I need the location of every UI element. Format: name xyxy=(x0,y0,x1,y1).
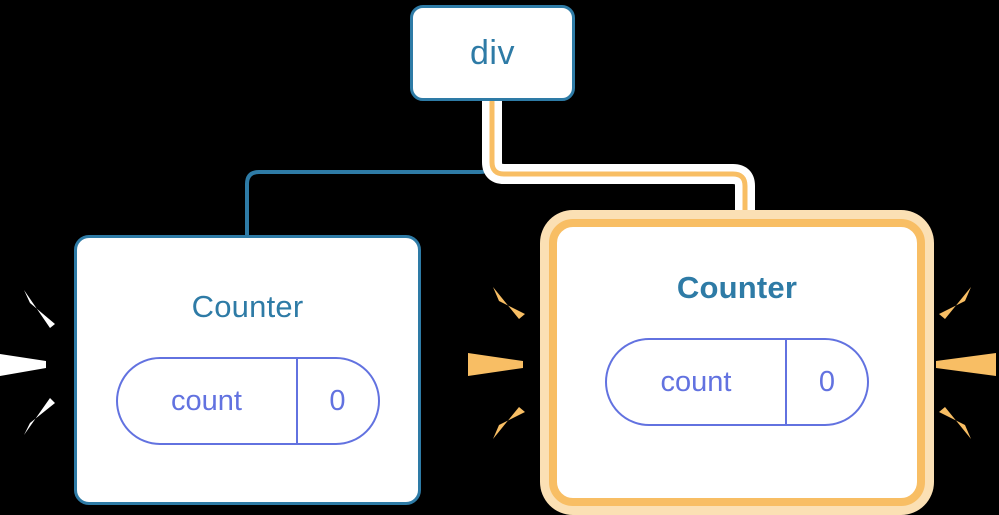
state-pill-left-key: count xyxy=(118,359,298,443)
node-counter-left-title: Counter xyxy=(191,289,304,324)
edge-div-to-counter-left xyxy=(245,99,494,240)
state-pill-left-value: 0 xyxy=(329,384,346,417)
sparkle-left-outer-group xyxy=(0,272,70,452)
sparkle-wedge-icon xyxy=(468,353,523,376)
sparkle-wedge-icon xyxy=(939,407,971,439)
sparkle-wedge-icon xyxy=(24,290,55,328)
node-div-label: div xyxy=(470,34,515,72)
edge-div-to-counter-right-halo xyxy=(482,91,755,242)
node-counter-left[interactable]: Counter count 0 xyxy=(74,235,421,505)
sparkle-wedge-icon xyxy=(24,398,55,435)
sparkle-wedge-icon xyxy=(493,407,525,439)
state-pill-left: count 0 xyxy=(115,357,380,445)
node-counter-right-title: Counter xyxy=(676,270,798,305)
sparkle-wedge-icon xyxy=(0,354,46,376)
sparkle-wedge-icon xyxy=(493,287,525,319)
sparkle-right-outer-group xyxy=(927,275,999,451)
sparkle-wedge-icon xyxy=(939,287,971,319)
state-pill-right-value: 0 xyxy=(818,365,836,398)
sparkle-wedge-icon xyxy=(936,353,996,376)
node-counter-right[interactable]: Counter count 0 xyxy=(549,219,925,506)
edge-div-to-counter-right xyxy=(489,98,748,235)
state-pill-right: count 0 xyxy=(605,338,869,426)
node-div[interactable]: div xyxy=(410,5,575,101)
state-pill-right-key: count xyxy=(607,340,787,424)
sparkle-middle-group xyxy=(465,275,537,451)
